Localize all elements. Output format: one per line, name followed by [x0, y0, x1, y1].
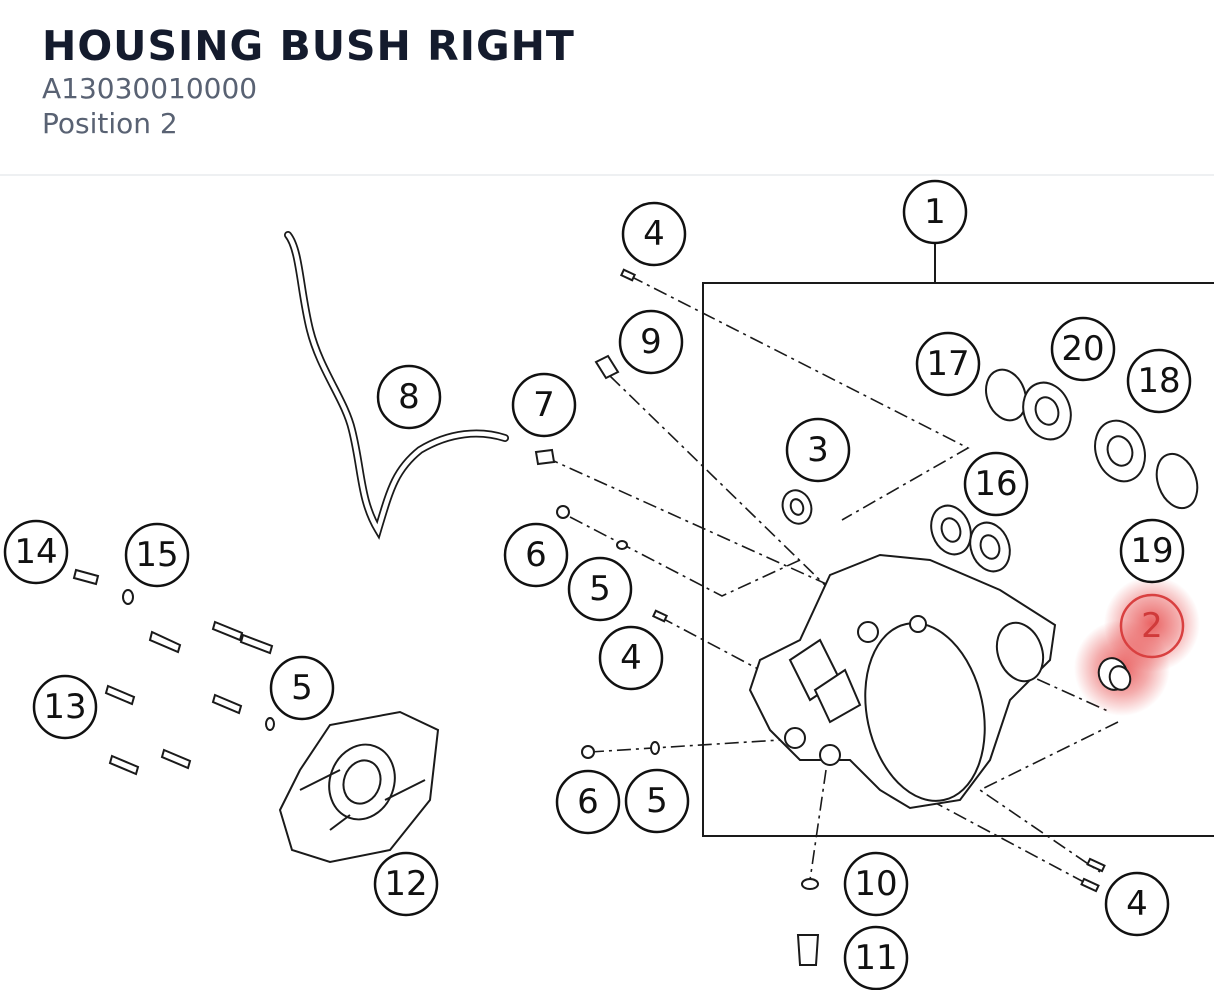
callout-label: 12	[384, 864, 427, 904]
callout-label: 13	[43, 687, 86, 727]
callout-label: 4	[1126, 884, 1148, 924]
callout-label: 20	[1061, 329, 1104, 369]
callout-label: 8	[398, 377, 420, 417]
callout-9: 9	[618, 309, 684, 375]
callout-6: 6	[555, 769, 621, 835]
callout-14: 14	[3, 519, 69, 585]
callout-label: 5	[646, 781, 668, 821]
callout-4: 4	[598, 625, 664, 691]
callout-label: 6	[525, 535, 547, 575]
callout-5: 5	[269, 655, 335, 721]
callout-label: 19	[1130, 531, 1173, 571]
callout-label: 14	[14, 532, 57, 572]
callout-16: 16	[963, 451, 1029, 517]
callout-label: 1	[924, 192, 946, 232]
callout-6: 6	[503, 522, 569, 588]
callout-label: 3	[807, 430, 829, 470]
callout-label: 11	[854, 938, 897, 978]
callout-4: 4	[621, 201, 687, 267]
callout-label: 7	[533, 385, 555, 425]
callout-7: 7	[511, 372, 577, 438]
callouts: 1 2 3 4 4 4 4 5 5 5 5 6 6 7 8 9 10 11 12…	[3, 179, 1192, 990]
callout-label: 16	[974, 464, 1017, 504]
callout-15: 15	[124, 522, 190, 588]
callout-label: 2	[1141, 606, 1163, 646]
callout-13: 13	[32, 674, 98, 740]
callout-label: 4	[620, 638, 642, 678]
callout-label: 10	[854, 864, 897, 904]
callout-10: 10	[843, 851, 909, 917]
housing-part	[748, 553, 1057, 810]
callout-label: 18	[1137, 361, 1180, 401]
callout-label: 15	[135, 535, 178, 575]
highlighted-bush-part	[1074, 576, 1200, 716]
cover-part	[278, 710, 440, 864]
exploded-parts-diagram: 1 2 3 4 4 4 4 5 5 5 5 6 6 7 8 9 10 11 12…	[3, 179, 1214, 990]
callout-5: 5	[624, 768, 690, 834]
callout-label: 6	[577, 782, 599, 822]
callout-label: 9	[640, 322, 662, 362]
callout-label: 4	[643, 214, 665, 254]
callout-18: 18	[1126, 348, 1192, 414]
part-header: HOUSING BUSH RIGHT A13030010000 Position…	[0, 0, 1214, 176]
callout-12: 12	[373, 851, 439, 917]
callout-label: 17	[926, 344, 969, 384]
callout-17: 17	[915, 331, 981, 397]
callout-11: 11	[843, 925, 909, 990]
assembly-frame	[702, 243, 1214, 837]
callout-5: 5	[567, 556, 633, 622]
callout-3: 3	[785, 417, 851, 483]
part-number: A13030010000	[42, 72, 258, 105]
part-title: HOUSING BUSH RIGHT	[42, 22, 575, 70]
callout-label: 5	[291, 668, 313, 708]
bearings	[781, 368, 1199, 573]
callout-8: 8	[376, 364, 442, 430]
callout-19: 19	[1119, 518, 1185, 584]
callout-1: 1	[902, 179, 968, 245]
part-position: Position 2	[42, 107, 178, 140]
callout-20: 20	[1050, 316, 1116, 382]
small-parts	[72, 268, 1106, 966]
callout-2-highlighted: 2	[1119, 593, 1185, 659]
callout-label: 5	[589, 569, 611, 609]
callout-4: 4	[1104, 871, 1170, 937]
